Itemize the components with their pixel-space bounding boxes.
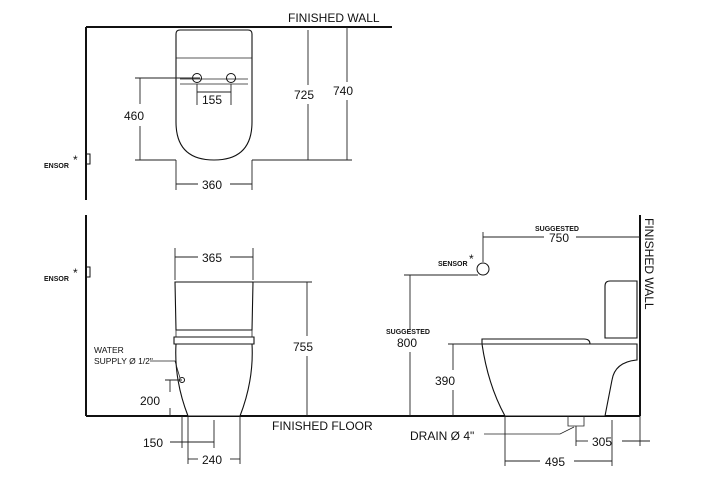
front-sensor-icon [85, 266, 91, 278]
drain-leader [484, 426, 575, 435]
finished-floor-label: FINISHED FLOOR [272, 419, 373, 433]
front-tank-outline [174, 281, 254, 331]
water-supply-leader [150, 360, 181, 379]
sensor-side-mark: * [469, 252, 474, 266]
dim-390-text: 390 [435, 374, 455, 388]
water-supply-label-2: SUPPLY Ø 1/2" [94, 356, 153, 366]
dim-740-text: 740 [333, 84, 353, 98]
sensor-top-mark: * [73, 153, 78, 167]
side-bowl-outline [481, 343, 638, 417]
side-sensor-icon [476, 262, 490, 276]
dim-150-text: 150 [143, 436, 163, 450]
side-seat-outline [481, 338, 591, 345]
dim-365-text: 365 [202, 251, 222, 265]
dim-800-text: 800 [397, 336, 417, 350]
dim-495-text: 495 [545, 455, 565, 469]
dim-725-text: 725 [294, 88, 314, 102]
dim-755-text: 755 [293, 340, 313, 354]
dim-155-text: 155 [202, 93, 222, 107]
front-bowl-outline [175, 343, 253, 417]
water-supply-label-1: WATER [94, 345, 124, 355]
dim-460-text: 460 [124, 109, 144, 123]
suggested-left-label: SUGGESTED [386, 329, 430, 336]
finished-wall-side-label: FINISHED WALL [642, 218, 656, 310]
dim-305-text: 305 [592, 435, 612, 449]
sensor-front-label: ENSOR [44, 276, 69, 283]
dim-200-text: 200 [140, 394, 160, 408]
sensor-front-mark: * [73, 266, 78, 280]
drain-label: DRAIN Ø 4" [410, 429, 474, 443]
dim-750-text: 750 [549, 231, 569, 245]
front-view: FINISHED FLOOR ENSOR * 365 755 WATER SUP… [44, 215, 640, 467]
plan-right-outlet-icon [226, 73, 236, 83]
sensor-side-label: SENSOR [438, 261, 468, 268]
dim-240-text: 240 [202, 453, 222, 467]
finished-wall-top-label: FINISHED WALL [288, 11, 380, 25]
sensor-top-label: ENSOR [44, 163, 69, 170]
suggested-top-label: SUGGESTED [535, 226, 579, 233]
plan-view: FINISHED WALL 155 460 725 740 360 [44, 11, 392, 200]
side-trapway [567, 416, 585, 427]
plan-sensor-icon [85, 153, 91, 165]
side-tank-outline [604, 280, 638, 339]
side-view: FINISHED WALL SENSOR * SUGGESTED 750 SUG… [386, 215, 656, 469]
plan-toilet-outline [175, 29, 253, 161]
dim-360-text: 360 [202, 178, 222, 192]
front-seat-outline [173, 336, 255, 345]
